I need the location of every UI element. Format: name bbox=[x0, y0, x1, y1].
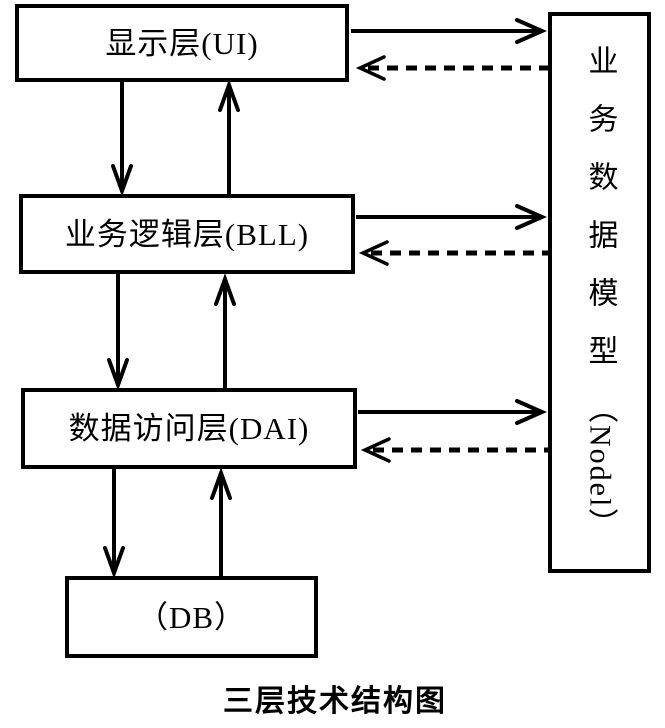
diagram-caption: 三层技术结构图 bbox=[223, 685, 447, 718]
ui-layer-box: 显示层(UI) bbox=[15, 4, 349, 82]
arrow-bll-to-model-solid bbox=[356, 204, 547, 230]
arrow-ui-to-model-solid bbox=[351, 18, 547, 44]
arrow-bll-to-ui-up bbox=[218, 79, 240, 194]
arrow-model-to-dai-dashed bbox=[360, 437, 553, 463]
arrow-db-to-dai-up bbox=[210, 467, 232, 576]
arrow-model-to-bll-dashed bbox=[358, 240, 553, 266]
model-label-cjk: 业务数据模型 bbox=[583, 44, 617, 393]
bll-layer-label: 业务逻辑层(BLL) bbox=[64, 216, 310, 252]
business-data-model-label: 业务数据模型（Nodel） bbox=[583, 44, 617, 541]
arrow-bll-to-dai-down bbox=[107, 272, 129, 391]
db-label: （DB） bbox=[136, 599, 247, 635]
dai-layer-label: 数据访问层(DAI) bbox=[68, 411, 310, 446]
model-label-latin: （Nodel） bbox=[583, 392, 617, 541]
ui-layer-label: 显示层(UI) bbox=[105, 25, 259, 61]
arrow-model-to-ui-dashed bbox=[355, 55, 557, 81]
arrow-dai-to-bll-up bbox=[214, 273, 236, 388]
business-data-model-box: 业务数据模型（Nodel） bbox=[548, 12, 651, 573]
arrow-dai-to-model-solid bbox=[358, 399, 547, 425]
arrow-ui-to-bll-down bbox=[111, 82, 133, 197]
dai-layer-box: 数据访问层(DAI) bbox=[21, 388, 357, 469]
bll-layer-box: 业务逻辑层(BLL) bbox=[19, 194, 355, 274]
db-box: （DB） bbox=[65, 576, 318, 658]
arrow-dai-to-db-down bbox=[103, 467, 125, 579]
